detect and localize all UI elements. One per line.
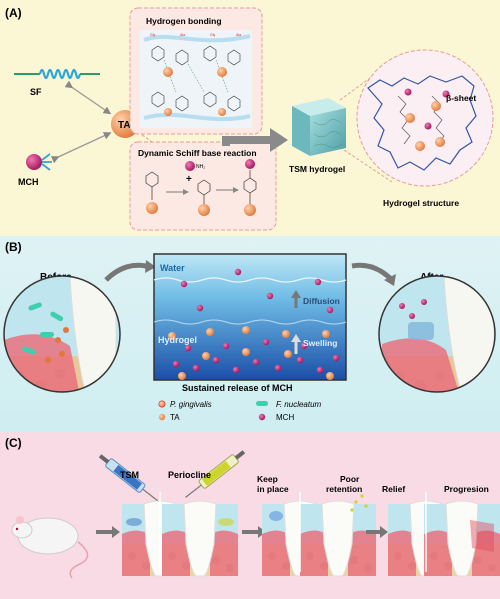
retention-teeth-pair — [261, 492, 377, 577]
treatment-teeth-pair — [121, 492, 239, 577]
panel-c-label: (C) — [5, 436, 22, 450]
hydrogen-bonding-title: Hydrogen bonding — [146, 16, 222, 26]
panel-b: (B) Before After — [0, 236, 500, 432]
ta-legend-label: TA — [170, 413, 180, 422]
hydrogel-structure-label: Hydrogel structure — [383, 198, 459, 208]
svg-text:Ala: Ala — [180, 33, 185, 37]
svg-text:Gly: Gly — [210, 33, 216, 37]
before-circle-border — [3, 275, 121, 393]
relief-label: Relief — [382, 484, 405, 494]
panel-a-graphic: (A) SF TA MCH Hydrogen bonding — [5, 6, 494, 231]
diffusion-label: Diffusion — [303, 296, 340, 306]
swelling-label: Swelling — [303, 338, 337, 348]
sf-label: SF — [30, 87, 42, 97]
mouse-icon — [11, 516, 89, 579]
mch-legend-label: MCH — [276, 413, 294, 422]
mch-legend-icon — [258, 413, 266, 421]
mch-molecule-icon — [26, 153, 52, 171]
sf-fiber-icon — [14, 68, 100, 80]
panel-b-graphic: (B) Before After — [3, 240, 496, 422]
beta-sheet-label: β-sheet — [446, 93, 476, 103]
pg-legend-icon — [158, 400, 166, 408]
ta-label: TA — [118, 120, 131, 131]
tsm-hydrogel-cube-icon — [292, 98, 346, 156]
panel-a-label: (A) — [5, 6, 22, 20]
svg-text:Gly: Gly — [150, 33, 156, 37]
periocline-label: Periocline — [168, 470, 211, 480]
nh2-label: NH₂ — [196, 164, 205, 170]
before-to-release-arrow — [104, 262, 147, 282]
sustained-release-caption: Sustained release of MCH — [182, 383, 293, 393]
hydrogen-bonding-box: Hydrogen bonding Gly Ala Gly Ala — [129, 7, 263, 135]
ta-legend-icon — [158, 413, 166, 421]
poor-label: Poor — [340, 474, 360, 484]
hydrogel-structure-circle — [356, 49, 494, 187]
tsm-label: TSM — [120, 470, 139, 480]
panel-b-legend: P. gingivalis TA F. nucleatum MCH — [158, 400, 322, 422]
progresion-label: Progresion — [444, 484, 489, 494]
retention-label: retention — [326, 484, 362, 494]
panel-b-label: (B) — [5, 240, 22, 254]
pg-legend-label: P. gingivalis — [170, 400, 212, 409]
tsm-hydrogel-label: TSM hydrogel — [289, 164, 345, 174]
cube-structure-connector-top — [339, 61, 393, 101]
schiff-title: Dynamic Schiff base reaction — [138, 148, 257, 158]
svg-text:Ala: Ala — [236, 33, 241, 37]
outcome-teeth-pair — [387, 492, 500, 577]
in-place-label: in place — [257, 484, 289, 494]
fn-legend-label: F. nucleatum — [276, 400, 322, 409]
hydrogel-label: Hydrogel — [158, 335, 197, 345]
panel-c: (C) TSM Periocline — [0, 432, 500, 599]
to-hydrogel-arrow — [222, 128, 288, 152]
mch-ta-arrow — [50, 132, 112, 164]
fn-legend-icon — [256, 401, 268, 406]
water-label: Water — [160, 263, 185, 273]
panel-a: (A) SF TA MCH Hydrogen bonding — [0, 0, 500, 236]
mch-label: MCH — [18, 177, 39, 187]
release-to-after-arrow — [351, 262, 394, 282]
after-circle-border — [378, 275, 496, 393]
tsm-syringe-icon — [98, 454, 159, 502]
plus-sign: + — [186, 174, 192, 185]
periocline-syringe-icon — [185, 450, 246, 498]
sf-ta-arrow — [64, 80, 112, 115]
release-box — [153, 253, 347, 381]
panel-c-graphic: (C) TSM Periocline — [5, 436, 500, 579]
keep-label: Keep — [257, 474, 278, 484]
schiff-base-box: Dynamic Schiff base reaction NH₂ + — [129, 141, 277, 231]
